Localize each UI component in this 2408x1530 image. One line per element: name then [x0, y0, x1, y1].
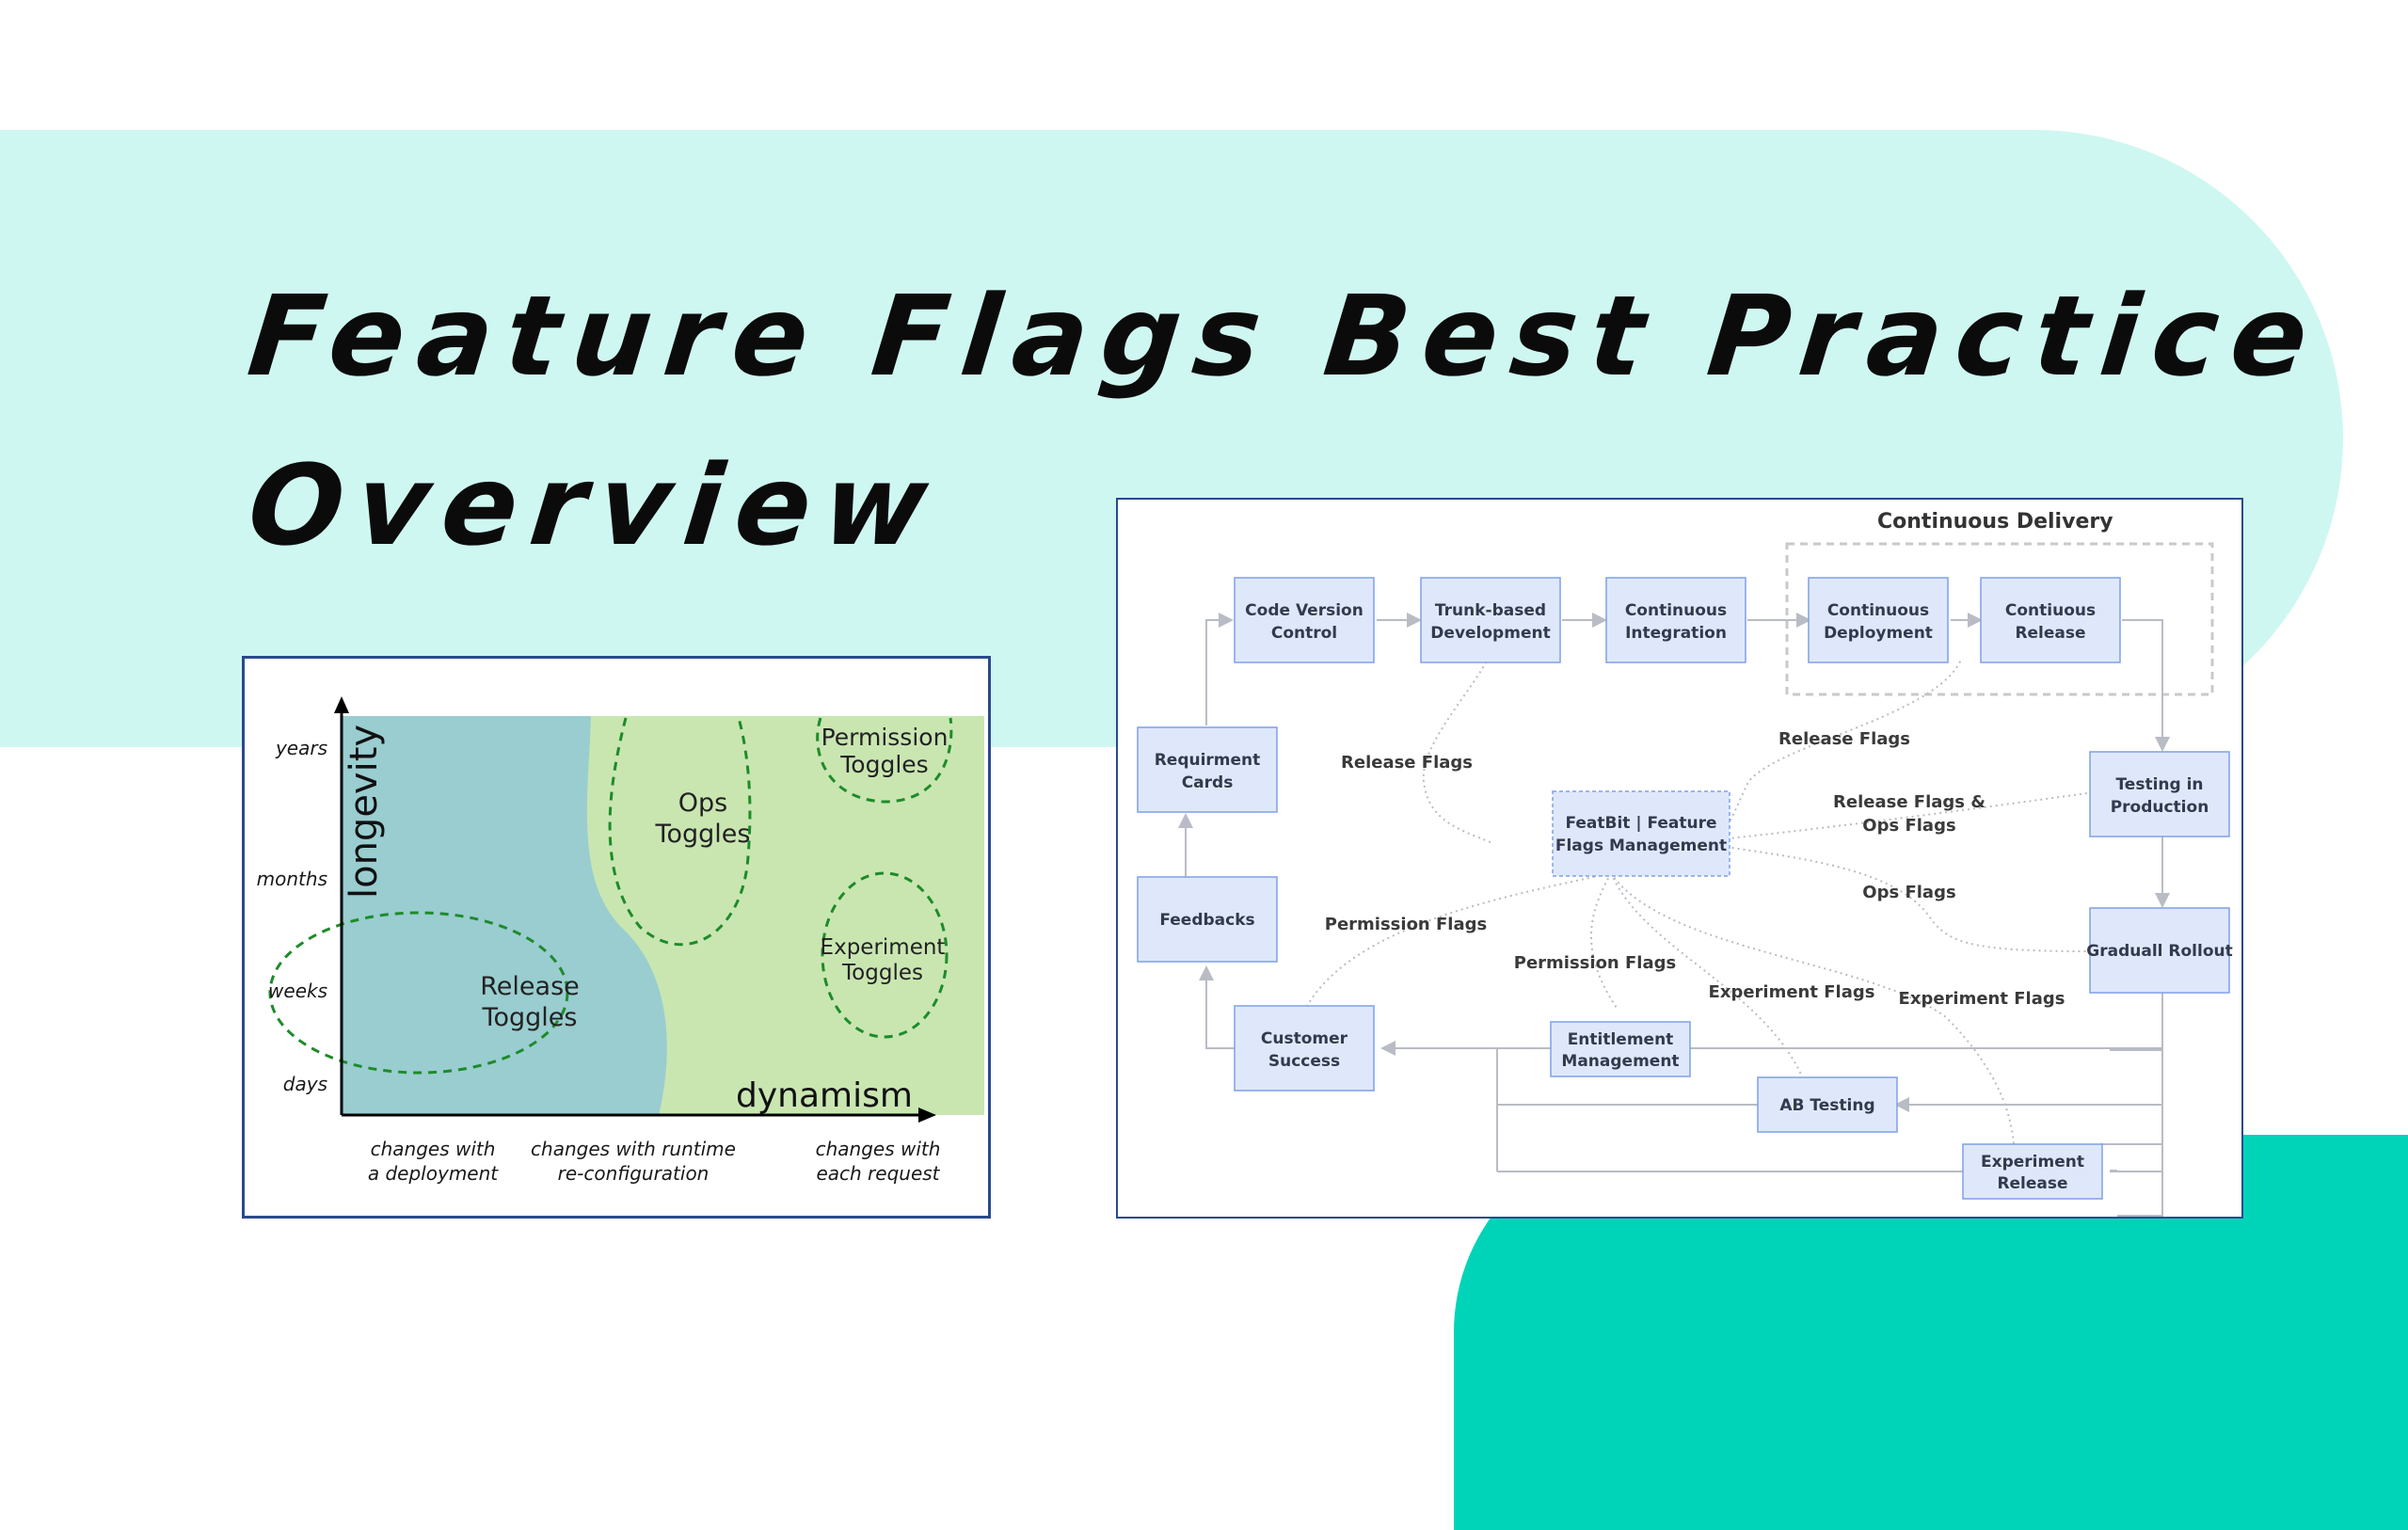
x-axis-label: dynamism — [736, 1076, 913, 1115]
continuous-delivery-group — [1785, 542, 2214, 696]
node-customer-success[interactable]: Customer Success — [1234, 1005, 1375, 1092]
node-code-version-control[interactable]: Code Version Control — [1234, 577, 1375, 663]
blue-region — [342, 716, 667, 1115]
svg-text:Testing in: Testing in — [2115, 775, 2203, 794]
svg-text:Release: Release — [2015, 624, 2085, 643]
svg-text:Success: Success — [1268, 1052, 1340, 1071]
experiment-toggles-label-line1: Experiment — [821, 935, 946, 960]
label-permission-flags-mid: Permission Flags — [1514, 953, 1676, 973]
page-title-line2: Overview — [242, 440, 948, 570]
svg-text:Trunk-based: Trunk-based — [1435, 601, 1546, 620]
permission-toggles-label-line1: Permission — [821, 724, 949, 751]
node-continuous-deployment[interactable]: Continuous Deployment — [1808, 577, 1949, 663]
x-tick-deployment-line1: changes with — [371, 1138, 496, 1160]
label-experiment-flags-mid: Experiment Flags — [1709, 982, 1875, 1002]
label-release-flags-left: Release Flags — [1341, 753, 1473, 773]
svg-text:AB Testing: AB Testing — [1779, 1096, 1874, 1115]
release-toggles-label-line1: Release — [480, 972, 580, 1001]
ops-toggles-label-line2: Toggles — [655, 820, 751, 849]
svg-text:Release: Release — [1997, 1174, 2067, 1193]
label-release-ops-flags-line2: Ops Flags — [1862, 816, 1955, 836]
label-permission-flags-left: Permission Flags — [1325, 915, 1487, 934]
x-axis-arrow-icon — [918, 1108, 936, 1123]
svg-text:Development: Development — [1430, 624, 1550, 643]
svg-text:Deployment: Deployment — [1824, 624, 1933, 643]
node-testing-in-production[interactable]: Testing in Production — [2089, 751, 2230, 837]
svg-text:Production: Production — [2111, 798, 2209, 817]
svg-text:Flags Management: Flags Management — [1555, 837, 1727, 855]
y-axis-label: longevity — [343, 725, 386, 899]
svg-text:Requirment: Requirment — [1155, 751, 1261, 770]
toggle-categories-chart: longevity dynamism years months weeks da… — [242, 656, 991, 1219]
node-requirment-cards[interactable]: Requirment Cards — [1137, 726, 1278, 813]
svg-text:Integration: Integration — [1625, 624, 1727, 643]
svg-text:Entitlement: Entitlement — [1568, 1030, 1674, 1049]
node-featbit-flags-management[interactable]: FeatBit | Feature Flags Management — [1552, 790, 1730, 877]
flow-svg: Continuous Delivery — [1137, 510, 2233, 1218]
page-title-line1: Feature Flags Best Practice — [242, 271, 2327, 401]
svg-text:Customer: Customer — [1261, 1029, 1348, 1048]
svg-text:Cards: Cards — [1182, 773, 1234, 792]
svg-text:FeatBit | Feature: FeatBit | Feature — [1565, 814, 1716, 833]
x-tick-request-line2: each request — [816, 1162, 940, 1185]
svg-text:Code Version: Code Version — [1245, 601, 1363, 620]
y-tick-days: days — [283, 1073, 327, 1095]
x-tick-request-line1: changes with — [816, 1138, 941, 1160]
feature-flag-flow-diagram: Continuous Delivery — [1116, 498, 2243, 1219]
node-trunk-based-development[interactable]: Trunk-based Development — [1420, 577, 1561, 663]
node-continuous-release[interactable]: Contiuous Release — [1980, 577, 2121, 663]
label-release-flags-right: Release Flags — [1778, 729, 1910, 749]
flag-edges — [1305, 654, 2088, 1145]
release-toggles-outline — [268, 911, 569, 1075]
ops-toggles-outline — [608, 717, 752, 947]
node-continuous-integration[interactable]: Continuous Integration — [1605, 577, 1746, 663]
experiment-toggles-label-line2: Toggles — [841, 961, 923, 985]
svg-text:Continuous: Continuous — [1625, 601, 1727, 620]
svg-text:Graduall Rollout: Graduall Rollout — [2086, 942, 2232, 961]
ops-toggles-label-line1: Ops — [678, 789, 727, 818]
experiment-toggles-outline — [821, 871, 949, 1039]
svg-text:Continuous: Continuous — [1827, 601, 1929, 620]
permission-toggles-label-line2: Toggles — [839, 751, 928, 778]
y-tick-years: years — [275, 737, 327, 759]
node-feedbacks[interactable]: Feedbacks — [1137, 876, 1278, 963]
label-release-ops-flags-line1: Release Flags & — [1833, 792, 1985, 812]
node-graduall-rollout[interactable]: Graduall Rollout — [2086, 907, 2233, 994]
label-ops-flags: Ops Flags — [1862, 883, 1955, 902]
node-experiment-release[interactable]: Experiment Release — [1962, 1143, 2103, 1200]
continuous-delivery-label: Continuous Delivery — [1877, 510, 2113, 534]
svg-text:Contiuous: Contiuous — [2005, 601, 2096, 620]
label-experiment-flags-right: Experiment Flags — [1899, 989, 2065, 1009]
x-tick-deployment-line2: a deployment — [368, 1162, 499, 1185]
node-entitlement-management[interactable]: Entitlement Management — [1550, 1021, 1691, 1077]
svg-text:Management: Management — [1561, 1052, 1679, 1071]
x-tick-runtime-line1: changes with runtime — [531, 1138, 736, 1160]
x-tick-runtime-line2: re-configuration — [558, 1162, 710, 1185]
y-tick-months: months — [257, 868, 327, 890]
y-tick-weeks: weeks — [268, 980, 327, 1002]
svg-text:Control: Control — [1271, 624, 1337, 643]
node-ab-testing[interactable]: AB Testing — [1757, 1076, 1898, 1133]
svg-text:Experiment: Experiment — [1981, 1153, 2084, 1171]
svg-text:Feedbacks: Feedbacks — [1159, 911, 1254, 930]
y-axis-arrow-icon — [334, 696, 349, 713]
permission-toggles-outline — [816, 717, 953, 804]
toggle-chart-svg: longevity dynamism years months weeks da… — [257, 696, 984, 1185]
release-toggles-label-line2: Toggles — [482, 1003, 578, 1032]
